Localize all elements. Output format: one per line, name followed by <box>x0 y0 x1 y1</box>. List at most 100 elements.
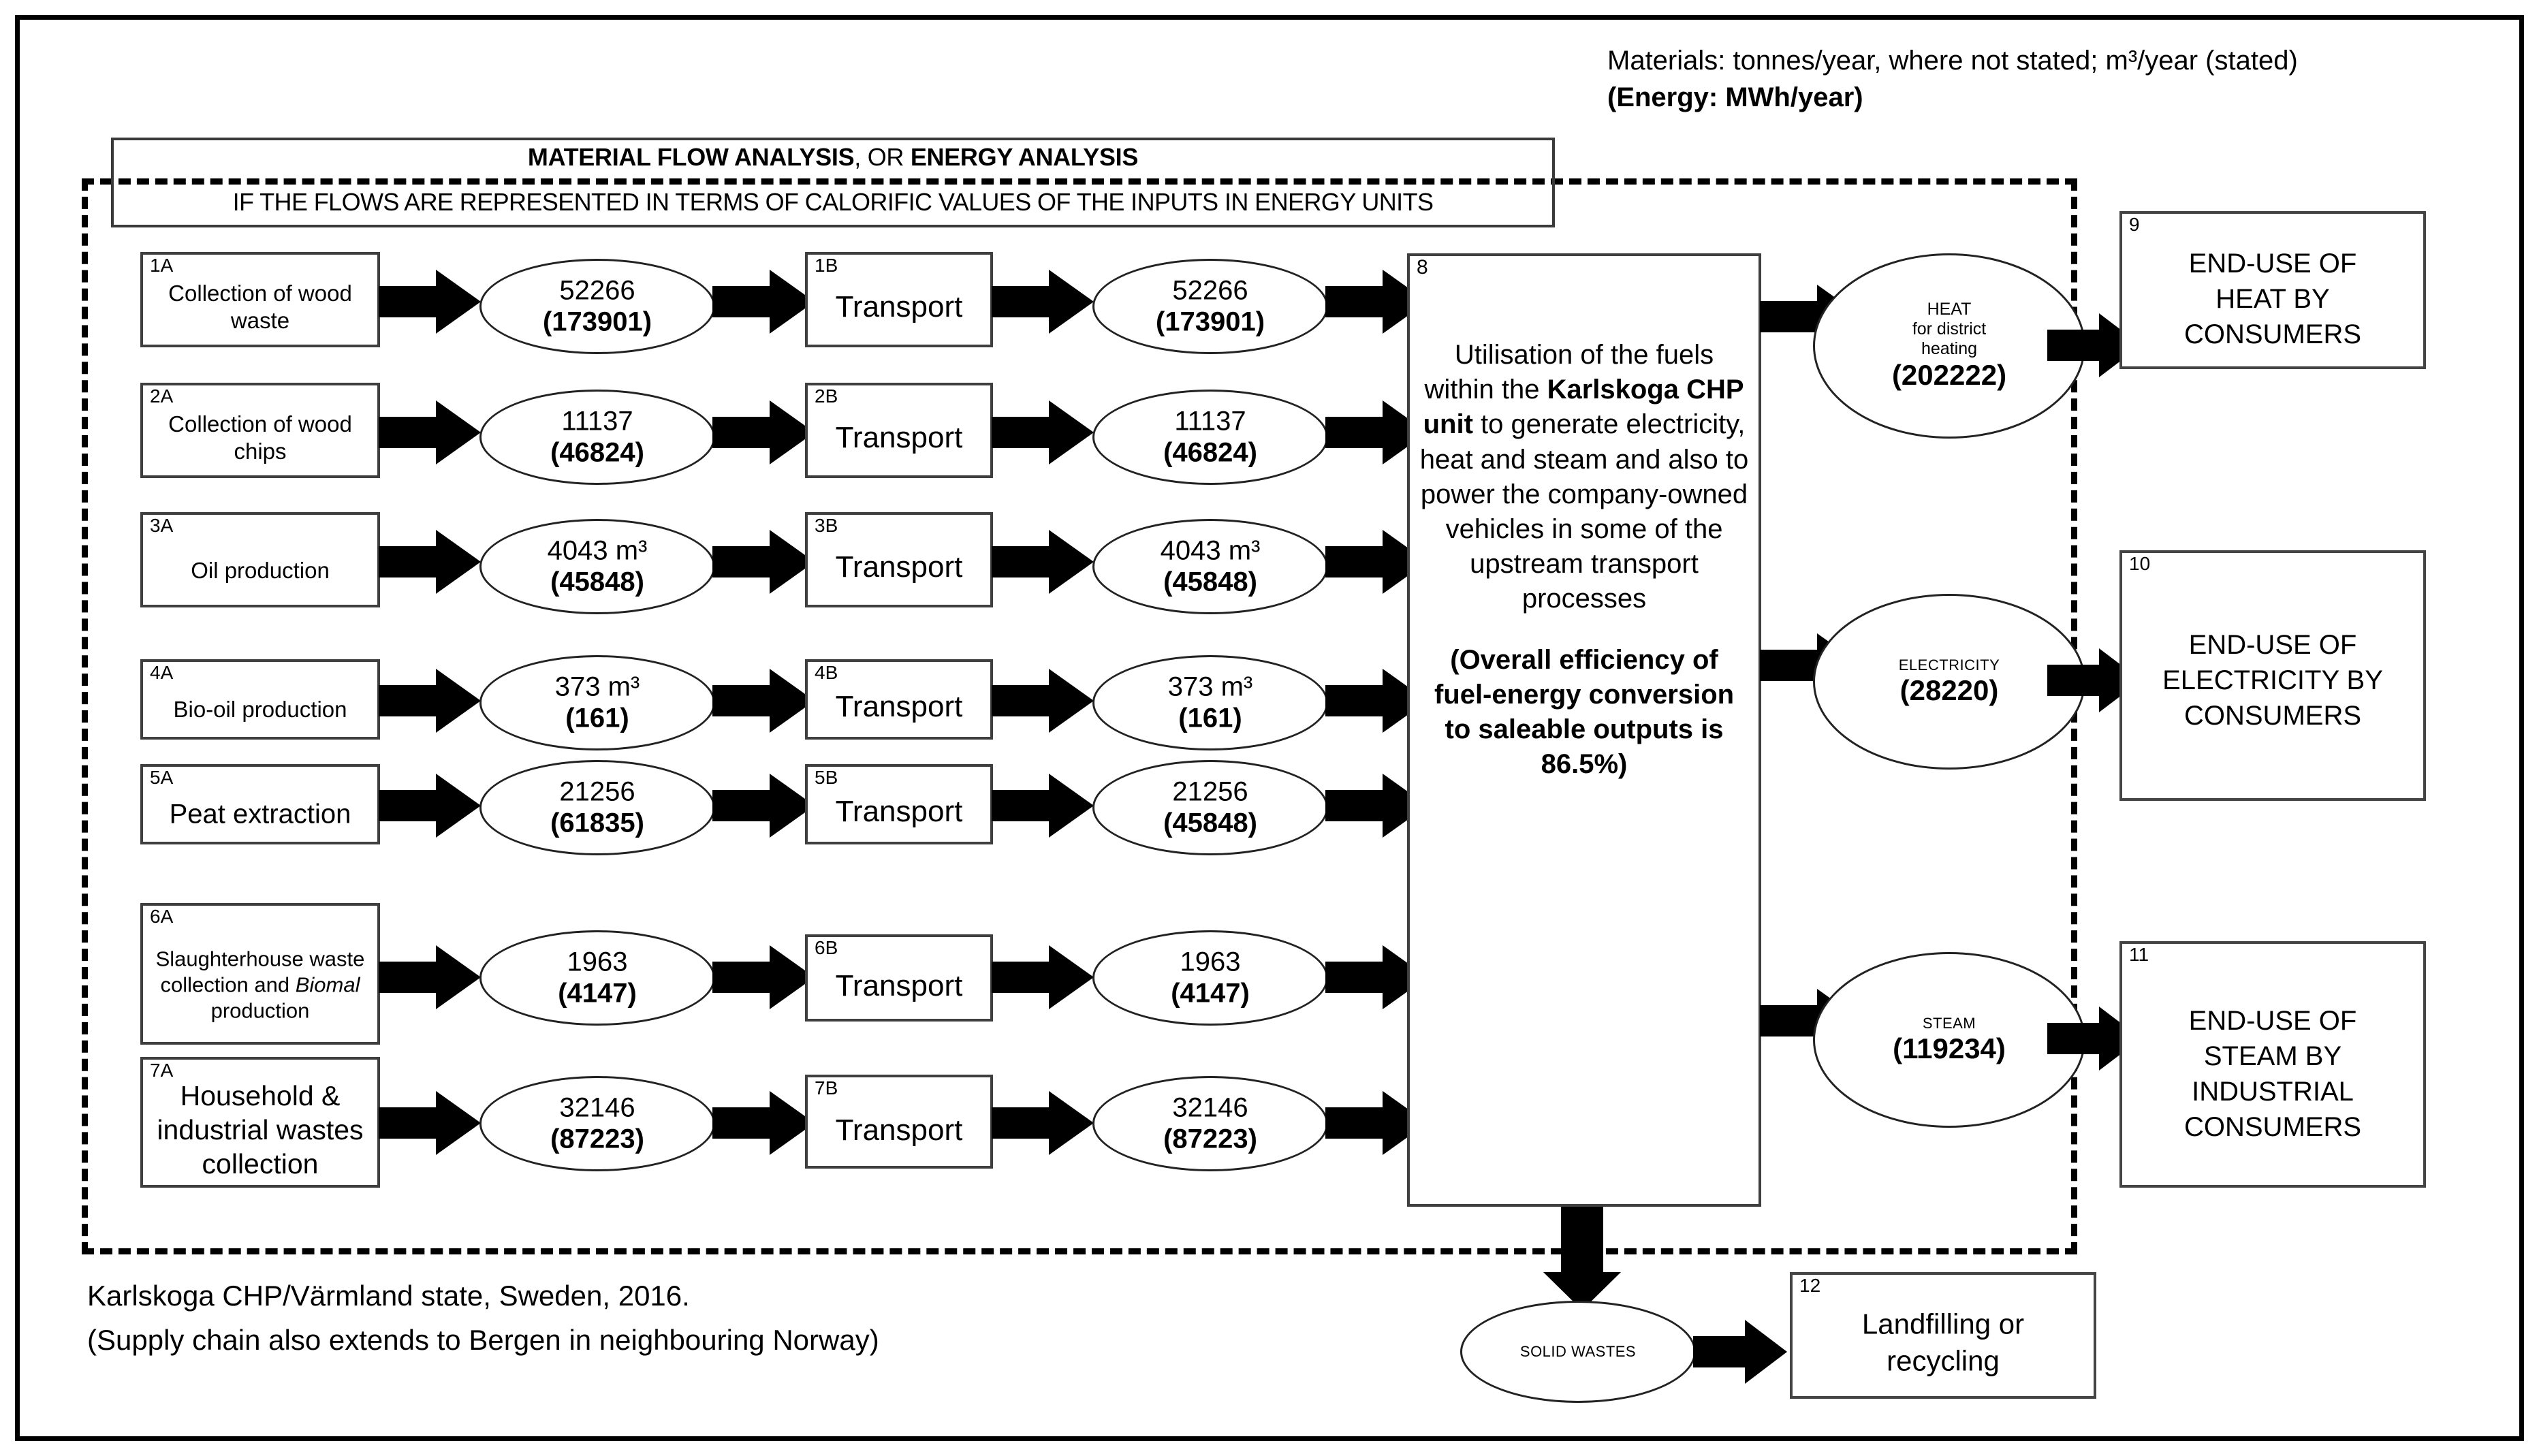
flow-mass-3-stage1: 4043 m³ <box>547 535 648 566</box>
solid-wastes-content: SOLID WASTES <box>1462 1343 1694 1361</box>
end-use-num-9: 9 <box>2129 214 2140 235</box>
chp-unit-box[interactable]: 8 Utilisation of the fuels within the Ka… <box>1407 253 1761 1207</box>
flow-ellipse-3-stage1: 4043 m³ (45848) <box>479 519 715 614</box>
output-electricity-title: ELECTRICITY <box>1898 656 2000 674</box>
flow-energy-5-stage1: (61835) <box>550 808 644 838</box>
end-use-label-electricity: END-USE OF ELECTRICITY BY CONSUMERS <box>2122 627 2423 733</box>
arrow-5a-to-flow1 <box>379 774 481 838</box>
analysis-title-box: MATERIAL FLOW ANALYSIS, OR ENERGY ANALYS… <box>111 138 1555 227</box>
end-use-label-steam: END-USE OF STEAM BY INDUSTRIAL CONSUMERS <box>2122 1003 2423 1145</box>
process-box-5b[interactable]: 5B Transport <box>805 764 993 844</box>
arrow-flow1-to-2b <box>712 400 815 464</box>
arrow-4a-to-flow1 <box>379 669 481 733</box>
flow-ellipse-2-stage2: 11137 (46824) <box>1092 390 1328 485</box>
process-label-6b: Transport <box>835 969 963 1003</box>
flow-value-2-stage2: 11137 (46824) <box>1094 406 1326 469</box>
process-num-2b: 2B <box>815 385 838 407</box>
process-box-4b[interactable]: 4B Transport <box>805 659 993 740</box>
arrow-6a-to-flow1 <box>379 945 481 1009</box>
flow-mass-4-stage1: 373 m³ <box>554 671 640 702</box>
flow-energy-6-stage2: (4147) <box>1171 979 1250 1009</box>
flow-value-4-stage1: 373 m³ (161) <box>482 671 713 735</box>
flow-ellipse-2-stage1: 11137 (46824) <box>479 390 715 485</box>
analysis-title-line2: IF THE FLOWS ARE REPRESENTED IN TERMS OF… <box>232 188 1434 216</box>
end-use-box-electricity[interactable]: 10 END-USE OF ELECTRICITY BY CONSUMERS <box>2119 550 2426 801</box>
landfill-box[interactable]: 12 Landfilling or recycling <box>1790 1272 2096 1399</box>
process-box-1b[interactable]: 1B Transport <box>805 252 993 347</box>
flow-mass-6-stage1: 1963 <box>567 947 628 977</box>
process-box-1a[interactable]: 1A Collection of wood waste <box>140 252 380 347</box>
output-heat-sub1: for district <box>1912 319 1987 339</box>
arrow-flow1-to-6b <box>712 945 815 1009</box>
flow-value-1-stage2: 52266 (173901) <box>1094 275 1326 338</box>
flow-value-4-stage2: 373 m³ (161) <box>1094 671 1326 735</box>
chp-num: 8 <box>1417 256 1428 279</box>
process-label-6a-italic: Biomal <box>295 972 360 997</box>
process-label-4b: Transport <box>835 690 963 724</box>
end-use-num-11: 11 <box>2129 944 2149 965</box>
process-box-7b[interactable]: 7B Transport <box>805 1075 993 1169</box>
analysis-title-line1: MATERIAL FLOW ANALYSIS, OR ENERGY ANALYS… <box>114 143 1552 172</box>
flow-value-6-stage1: 1963 (4147) <box>482 947 713 1010</box>
flow-mass-5-stage2: 21256 <box>1172 776 1248 807</box>
arrow-5b-to-flow2 <box>992 774 1094 838</box>
process-num-3a: 3A <box>150 515 174 536</box>
arrow-flow1-to-5b <box>712 774 815 838</box>
output-steam-content: STEAM (119234) <box>1815 1015 2083 1065</box>
process-box-2b[interactable]: 2B Transport <box>805 383 993 478</box>
diagram-caption: Karlskoga CHP/Värmland state, Sweden, 20… <box>87 1273 1245 1362</box>
arrow-1b-to-flow2 <box>992 270 1094 334</box>
flow-energy-3-stage1: (45848) <box>550 567 644 597</box>
chp-desc-part2: to generate electricity, heat and steam … <box>1419 409 1749 614</box>
solid-wastes-ellipse: SOLID WASTES <box>1460 1301 1696 1403</box>
solid-wastes-label: SOLID WASTES <box>1519 1343 1637 1361</box>
process-box-7a[interactable]: 7A Household & industrial wastes collect… <box>140 1057 380 1188</box>
flow-ellipse-4-stage2: 373 m³ (161) <box>1092 655 1328 750</box>
output-heat-sub2: heating <box>1921 339 1978 359</box>
process-box-5a[interactable]: 5A Peat extraction <box>140 764 380 844</box>
process-label-5a: Peat extraction <box>169 799 351 829</box>
flow-mass-3-stage2: 4043 m³ <box>1160 535 1261 566</box>
process-box-6a[interactable]: 6A Slaughterhouse waste collection and B… <box>140 903 380 1045</box>
flow-ellipse-7-stage2: 32146 (87223) <box>1092 1076 1328 1171</box>
flow-mass-1-stage2: 52266 <box>1172 275 1248 306</box>
process-box-6b[interactable]: 6B Transport <box>805 934 993 1022</box>
units-note: Materials: tonnes/year, where not stated… <box>1607 42 2520 116</box>
flow-value-7-stage1: 32146 (87223) <box>482 1092 713 1156</box>
process-box-3a[interactable]: 3A Oil production <box>140 512 380 607</box>
end-use-box-heat[interactable]: 9 END-USE OF HEAT BY CONSUMERS <box>2119 211 2426 369</box>
landfill-label: Landfilling or recycling <box>1793 1305 2094 1380</box>
output-ellipse-heat: HEAT for district heating (202222) <box>1813 253 2085 439</box>
arrow-flow1-to-3b <box>712 530 815 594</box>
process-box-3b[interactable]: 3B Transport <box>805 512 993 607</box>
process-label-4a: Bio-oil production <box>173 697 347 723</box>
chp-description: Utilisation of the fuels within the Karl… <box>1419 338 1749 782</box>
end-use-steam-line1: END-USE OF <box>2188 1006 2357 1036</box>
end-use-heat-line1: END-USE OF <box>2188 249 2357 279</box>
process-box-4a[interactable]: 4A Bio-oil production <box>140 659 380 740</box>
arrow-1a-to-flow1 <box>379 270 481 334</box>
flow-energy-3-stage2: (45848) <box>1163 567 1257 597</box>
end-use-steam-line2: STEAM BY <box>2203 1041 2342 1072</box>
outer-frame <box>15 15 2524 1441</box>
arrow-6b-to-flow2 <box>992 945 1094 1009</box>
caption-line2: (Supply chain also extends to Bergen in … <box>87 1324 879 1357</box>
arrow-chp-to-solid-wastes <box>1543 1207 1625 1310</box>
end-use-steam-line3: INDUSTRIAL <box>2192 1077 2354 1107</box>
end-use-heat-line2: HEAT BY <box>2215 284 2330 315</box>
flow-energy-4-stage2: (161) <box>1178 703 1242 733</box>
end-use-box-steam[interactable]: 11 END-USE OF STEAM BY INDUSTRIAL CONSUM… <box>2119 941 2426 1188</box>
process-label-1b: Transport <box>835 289 963 323</box>
flow-mass-5-stage1: 21256 <box>559 776 635 807</box>
process-box-2a[interactable]: 2A Collection of wood chips <box>140 383 380 478</box>
end-use-electricity-line2: ELECTRICITY BY <box>2162 665 2383 696</box>
flow-value-2-stage1: 11137 (46824) <box>482 406 713 469</box>
arrow-flow1-to-1b <box>712 270 815 334</box>
flow-energy-7-stage2: (87223) <box>1163 1124 1257 1154</box>
flow-mass-2-stage1: 11137 <box>561 406 633 437</box>
end-use-label-heat: END-USE OF HEAT BY CONSUMERS <box>2122 246 2423 352</box>
flow-value-3-stage2: 4043 m³ (45848) <box>1094 535 1326 599</box>
process-num-1b: 1B <box>815 255 838 276</box>
flow-value-5-stage1: 21256 (61835) <box>482 776 713 840</box>
landfill-line1: Landfilling or <box>1861 1308 2025 1340</box>
